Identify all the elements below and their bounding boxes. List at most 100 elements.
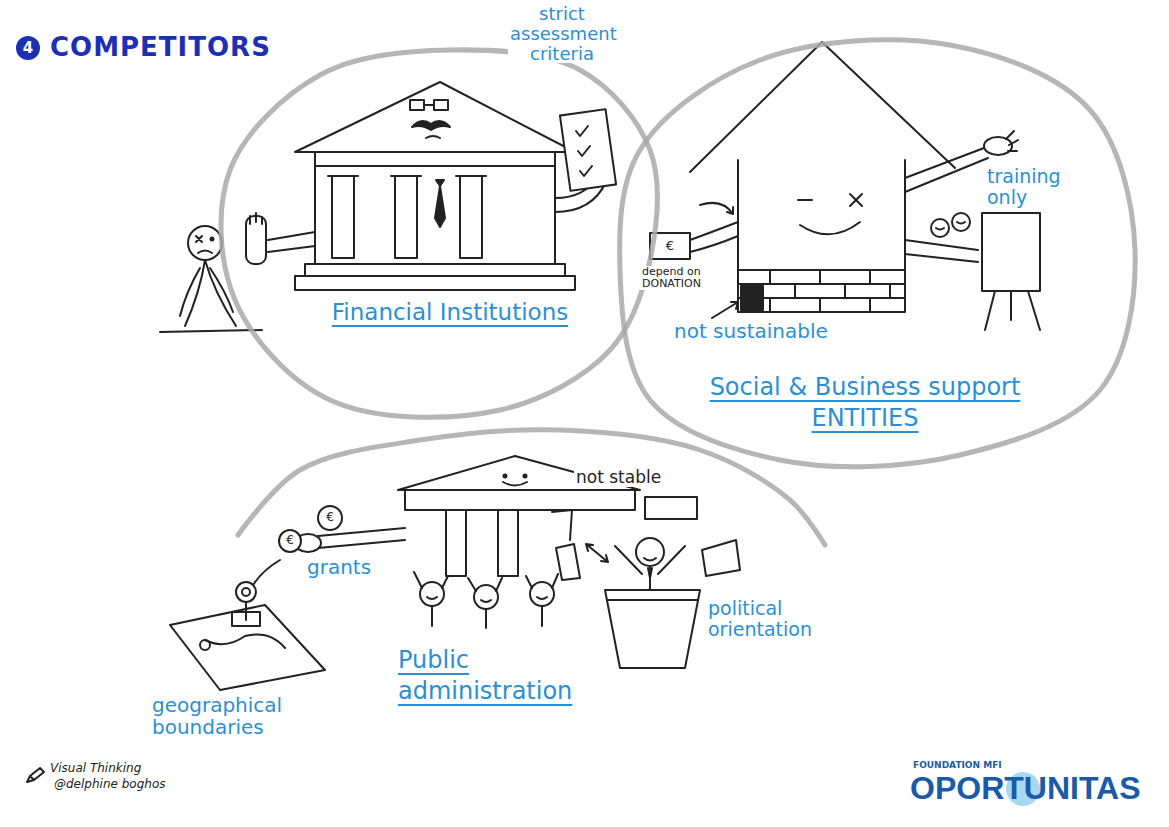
donation-arm bbox=[650, 203, 738, 259]
assessment-clipboard bbox=[560, 109, 616, 191]
bubble-outline-svg bbox=[610, 30, 1150, 470]
waving-arm bbox=[984, 137, 1012, 155]
flipchart bbox=[982, 213, 1040, 291]
annotation: not sustainable bbox=[672, 320, 830, 342]
supporting-people bbox=[474, 585, 498, 609]
training-arm bbox=[936, 222, 965, 230]
assessment-clipboard bbox=[576, 126, 592, 176]
training-arm bbox=[931, 219, 949, 237]
territory-map bbox=[170, 582, 325, 690]
logo-text: FOUNDATION MFI bbox=[911, 761, 1004, 771]
bubble-outline bbox=[620, 40, 1136, 467]
politician bbox=[605, 590, 700, 668]
politician bbox=[615, 546, 685, 574]
not-sustainable-pointer bbox=[712, 302, 738, 318]
logo-text: OPORTUNITAS bbox=[908, 771, 1143, 806]
annotation: geographical boundaries bbox=[150, 694, 319, 738]
bank-building bbox=[315, 165, 555, 167]
support-house bbox=[798, 194, 862, 206]
stop-hand bbox=[246, 213, 315, 264]
territory-map bbox=[170, 605, 325, 690]
annotation: grants bbox=[305, 556, 373, 578]
artist-pencil bbox=[27, 768, 44, 782]
flipchart bbox=[985, 291, 1040, 330]
support-house bbox=[690, 42, 955, 172]
politician bbox=[608, 599, 697, 601]
public-building bbox=[503, 482, 527, 486]
grants-arm bbox=[241, 506, 405, 598]
territory-map bbox=[236, 582, 256, 602]
supporting-people bbox=[414, 572, 558, 591]
training-arm bbox=[952, 213, 970, 231]
public-building bbox=[446, 510, 466, 576]
support-house bbox=[738, 270, 905, 312]
bubble-outline-svg bbox=[215, 40, 665, 420]
assessment-clipboard bbox=[560, 109, 616, 191]
artist-credit: Visual Thinking bbox=[48, 762, 143, 775]
rejected-person bbox=[211, 238, 214, 241]
rejected-person bbox=[160, 330, 262, 332]
bubble-outline bbox=[221, 50, 657, 417]
rejected-person bbox=[196, 236, 202, 242]
public-building bbox=[504, 475, 507, 478]
section-heading: Public administration bbox=[398, 645, 628, 707]
politician bbox=[586, 497, 740, 668]
public-building bbox=[552, 510, 580, 580]
support-house bbox=[800, 222, 860, 234]
bank-building bbox=[424, 104, 434, 106]
rejected-person bbox=[198, 251, 212, 254]
annotation: strict assessment criteria bbox=[508, 4, 616, 63]
territory-map bbox=[232, 612, 260, 626]
training-arm bbox=[905, 213, 978, 262]
bubble-region: Social & Business support ENTITIES bbox=[610, 30, 1150, 470]
politician bbox=[636, 538, 664, 566]
supporting-people bbox=[414, 572, 558, 628]
rejected-person bbox=[188, 226, 222, 260]
waving-arm bbox=[905, 148, 988, 192]
bubble-region: Financial Institutions bbox=[215, 40, 665, 420]
not-sustainable-pointer bbox=[712, 302, 738, 318]
territory-map bbox=[205, 635, 285, 649]
waving-arm bbox=[1006, 131, 1018, 151]
annotation: training only bbox=[985, 166, 1089, 208]
bank-building bbox=[426, 136, 440, 138]
bank-building bbox=[305, 264, 565, 276]
training-arm bbox=[905, 240, 978, 262]
section-heading: Financial Institutions bbox=[290, 298, 610, 328]
bank-building bbox=[410, 100, 424, 110]
bank-building bbox=[332, 176, 354, 258]
politician bbox=[586, 544, 608, 562]
currency-symbol: € bbox=[666, 239, 674, 253]
rejected-person bbox=[160, 226, 262, 332]
support-house bbox=[770, 270, 890, 312]
support-house bbox=[738, 160, 905, 270]
territory-map bbox=[242, 588, 250, 596]
supporting-people bbox=[427, 597, 547, 602]
stop-hand bbox=[250, 213, 262, 224]
bank-building bbox=[435, 180, 445, 227]
bubble-outline bbox=[238, 430, 825, 545]
bank-building bbox=[315, 152, 555, 264]
annotation: not stable bbox=[574, 468, 663, 487]
supporting-people bbox=[530, 582, 554, 606]
artist-pencil bbox=[27, 768, 44, 782]
section-heading: Social & Business support ENTITIES bbox=[660, 372, 1070, 434]
artist-credit: @delphine boghos bbox=[52, 778, 167, 791]
callout-number: 4 bbox=[16, 36, 40, 60]
bank-building bbox=[460, 176, 482, 258]
politician bbox=[648, 566, 652, 590]
bank-building bbox=[295, 276, 575, 290]
public-building bbox=[405, 490, 635, 510]
territory-map bbox=[200, 640, 210, 650]
politician bbox=[644, 558, 656, 561]
currency-symbol: € bbox=[326, 511, 334, 524]
bank-building bbox=[295, 82, 575, 290]
public-building bbox=[498, 510, 518, 576]
public-building bbox=[524, 475, 527, 478]
bank-building bbox=[395, 176, 417, 258]
stop-hand bbox=[268, 232, 315, 252]
grants-arm bbox=[318, 528, 405, 548]
annotation: political orientation bbox=[706, 598, 845, 640]
politician bbox=[645, 497, 697, 519]
